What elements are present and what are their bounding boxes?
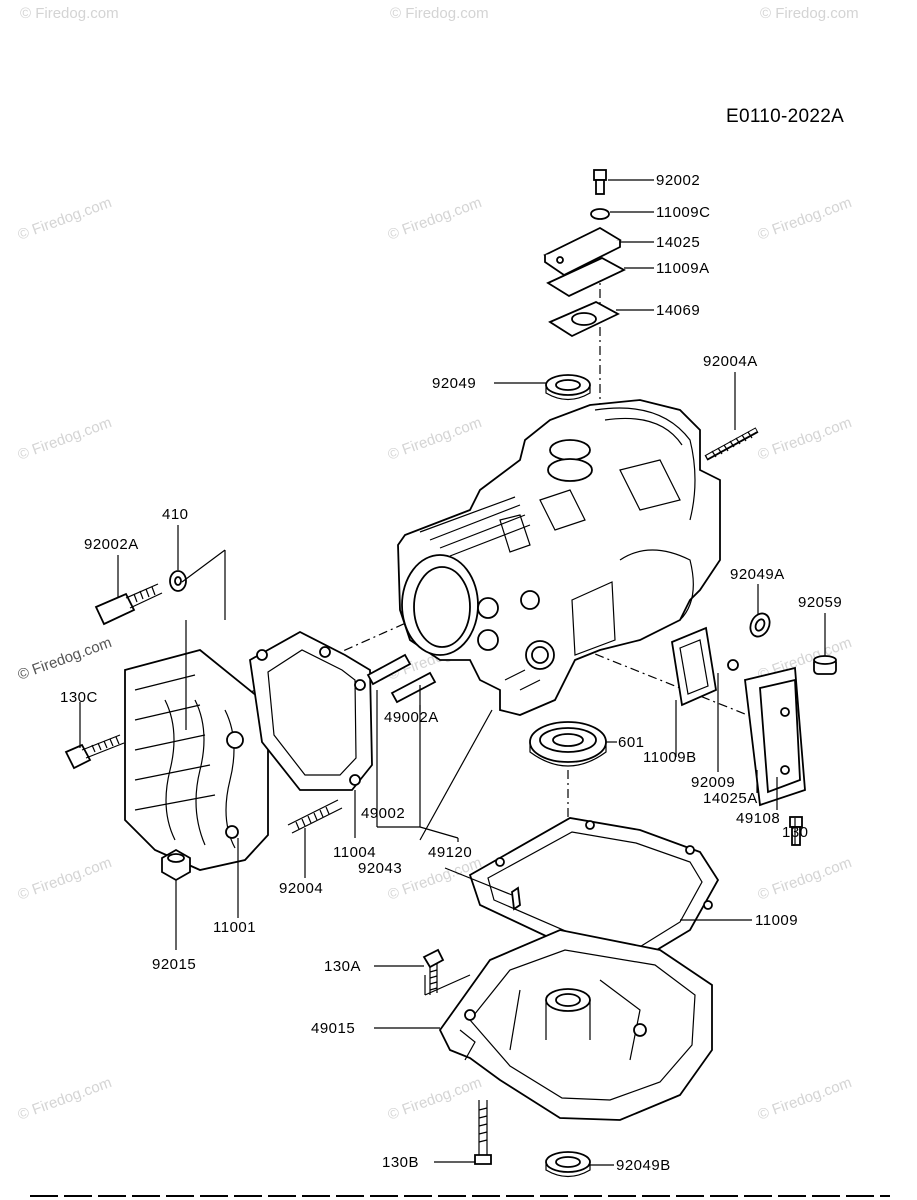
- label-11009A: 11009A: [656, 260, 710, 277]
- watermark: © Firedog.com: [760, 5, 859, 22]
- watermark: © Firedog.com: [756, 194, 854, 244]
- label-14069: 14069: [656, 302, 700, 319]
- label-130C: 130C: [60, 689, 98, 706]
- bolt-130C: [64, 734, 125, 770]
- part-labels: 92002 11009C 14025 11009A 14069 92049 92…: [60, 172, 842, 1174]
- watermark: © Firedog.com: [386, 194, 484, 244]
- oil-pan-49015: [438, 929, 713, 1121]
- label-11009C: 11009C: [656, 204, 710, 221]
- watermark: © Firedog.com: [16, 194, 114, 244]
- label-11009: 11009: [755, 912, 798, 929]
- label-92009: 92009: [691, 774, 735, 791]
- seal-92049A: [749, 612, 771, 638]
- label-130: 130: [782, 824, 809, 841]
- label-11009B: 11009B: [643, 749, 697, 766]
- label-92049B: 92049B: [616, 1157, 671, 1174]
- label-49015: 49015: [311, 1020, 355, 1037]
- leader-lines: [79, 179, 826, 1166]
- stud-92004A: [704, 427, 759, 461]
- label-92004: 92004: [279, 880, 323, 897]
- dowel-92059: [813, 655, 837, 675]
- oil-pan-gasket-11009: [468, 817, 720, 961]
- breather-cover-stack: [543, 169, 626, 401]
- diagram-code: E0110-2022A: [726, 106, 844, 127]
- watermark: © Firedog.com: [16, 634, 114, 684]
- watermark: © Firedog.com: [390, 5, 489, 22]
- label-92059: 92059: [798, 594, 842, 611]
- cylinder-head-11001: [124, 649, 269, 871]
- dowel-pins-49002: [366, 653, 437, 704]
- label-601: 601: [618, 734, 645, 751]
- label-49120: 49120: [428, 844, 472, 861]
- label-11001: 11001: [213, 919, 256, 936]
- bearing-601: [529, 721, 607, 767]
- label-11004: 11004: [333, 844, 376, 861]
- label-92049: 92049: [432, 375, 476, 392]
- label-92004A: 92004A: [703, 353, 758, 370]
- label-92043: 92043: [358, 860, 402, 877]
- watermark: © Firedog.com: [756, 1074, 854, 1124]
- label-49002A: 49002A: [384, 709, 439, 726]
- label-92002A: 92002A: [84, 536, 139, 553]
- seal-92049B: [545, 1151, 591, 1178]
- watermark: © Firedog.com: [386, 414, 484, 464]
- label-130B: 130B: [382, 1154, 419, 1171]
- breather-plate-14025A: [670, 626, 806, 846]
- watermark: © Firedog.com: [20, 5, 119, 22]
- stud-92004: [287, 799, 343, 834]
- watermark: © Firedog.com: [756, 414, 854, 464]
- label-49108: 49108: [736, 810, 780, 827]
- label-92049A: 92049A: [730, 566, 785, 583]
- label-14025A: 14025A: [703, 790, 758, 807]
- label-410: 410: [162, 506, 189, 523]
- watermark: © Firedog.com: [386, 1074, 484, 1124]
- label-49002: 49002: [361, 805, 405, 822]
- watermark: © Firedog.com: [756, 854, 854, 904]
- bolt-130B: [474, 1100, 492, 1165]
- watermark: © Firedog.com: [16, 1074, 114, 1124]
- label-92002: 92002: [656, 172, 700, 189]
- watermark: © Firedog.com: [16, 414, 114, 464]
- bolt-92002A: [94, 570, 187, 626]
- label-92015: 92015: [152, 956, 196, 973]
- nut-92015: [161, 848, 191, 882]
- label-130A: 130A: [324, 958, 361, 975]
- head-gasket-11004: [249, 630, 373, 791]
- watermark: © Firedog.com: [16, 854, 114, 904]
- bolt-130A: [422, 948, 445, 995]
- label-14025: 14025: [656, 234, 700, 251]
- crankcase-body: [397, 399, 721, 716]
